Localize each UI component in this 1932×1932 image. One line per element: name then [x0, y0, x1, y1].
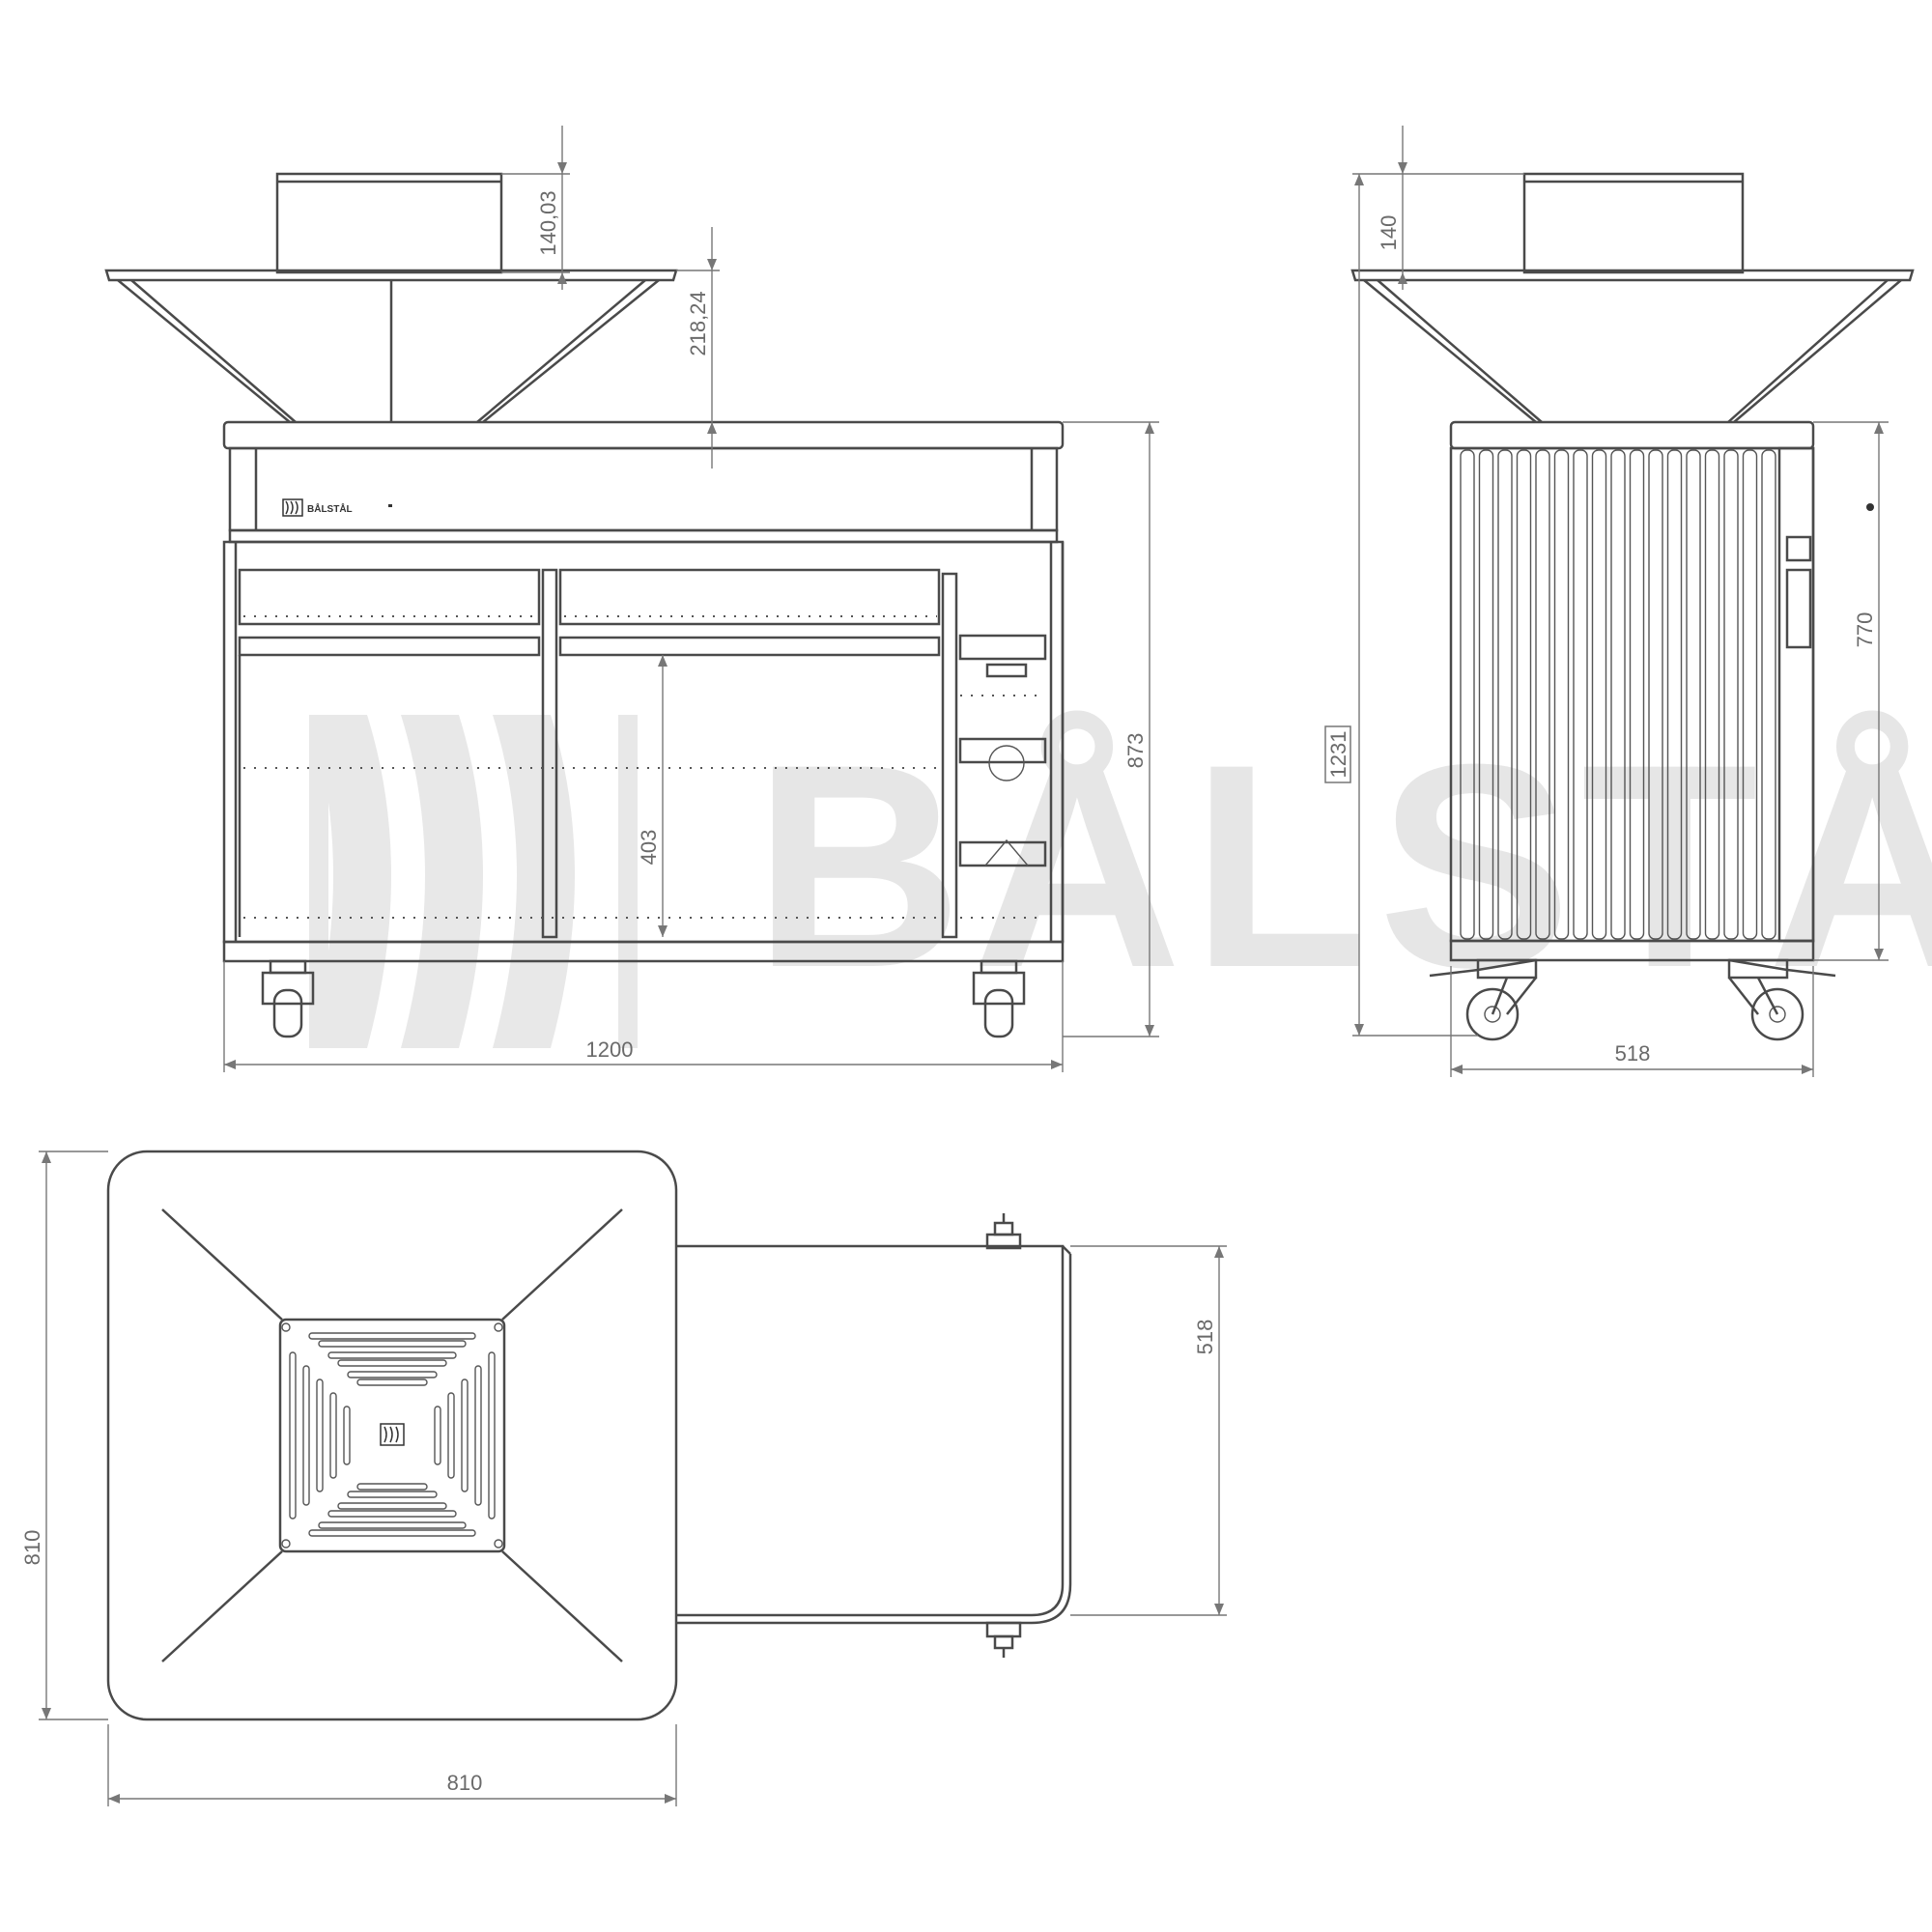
side-slat	[1761, 449, 1776, 940]
side-handle	[1866, 503, 1874, 511]
top-dim-bowl-width: 810	[107, 1724, 677, 1806]
front-cabinet-top	[222, 420, 1065, 450]
front-plinth	[222, 940, 1065, 963]
top-handle-bottom	[985, 1621, 1022, 1658]
front-view: BÅLSTÅL	[104, 126, 1159, 1072]
grate-slot	[356, 1483, 428, 1491]
grate-slot	[327, 1510, 457, 1518]
front-brand-logo-icon	[282, 498, 303, 517]
side-top-ring	[1522, 172, 1745, 274]
side-dim-depth-label: 518	[1615, 1041, 1651, 1065]
front-left-drawer	[238, 568, 541, 626]
front-wood-holder-2	[958, 737, 1047, 764]
grate-slot	[316, 1378, 324, 1492]
side-slat	[1666, 449, 1683, 940]
grate-slot	[447, 1392, 455, 1479]
grate-slot	[488, 1351, 496, 1520]
front-dim-bowl: 218,24	[676, 227, 720, 469]
side-plinth	[1449, 939, 1815, 962]
grate-slot	[461, 1378, 469, 1492]
front-right-drawer	[558, 568, 941, 626]
front-dim-cabinet-height: 873	[1063, 421, 1159, 1037]
front-dim-top-ring-label: 140,03	[536, 190, 560, 255]
grate-slot	[327, 1351, 457, 1359]
front-dim-door: 403	[637, 655, 668, 937]
grate-slot	[308, 1332, 476, 1340]
top-dim-cabinet-depth-label: 518	[1193, 1320, 1217, 1355]
side-slat	[1723, 449, 1739, 940]
front-post-left	[541, 568, 558, 939]
side-slat	[1704, 449, 1720, 940]
watermark: BÅLSTÅL	[309, 703, 1932, 1048]
front-wood-holder-1	[958, 634, 1047, 661]
side-slat	[1478, 449, 1494, 940]
side-view: 140 1231 770 518	[1324, 126, 1915, 1077]
top-dim-cabinet-depth: 518	[1070, 1245, 1227, 1616]
grate-slot	[347, 1371, 438, 1378]
side-slat	[1573, 449, 1588, 940]
grate-slot	[318, 1340, 467, 1348]
front-brand-label: BÅLSTÅL	[307, 502, 353, 515]
side-slats	[1460, 449, 1776, 940]
grate-slot	[337, 1502, 447, 1510]
front-dim-door-label: 403	[637, 830, 661, 866]
side-castor-right	[1727, 958, 1836, 1041]
side-slat	[1742, 449, 1758, 940]
front-dim-cabinet-height-label: 873	[1123, 733, 1148, 769]
front-bowl-rim	[104, 269, 678, 282]
grate-slot	[302, 1365, 310, 1506]
grate-slot	[343, 1406, 351, 1465]
grate-slot	[434, 1406, 441, 1465]
top-dim-bowl-height: 810	[20, 1151, 108, 1720]
side-slat	[1497, 449, 1513, 940]
side-slat	[1516, 449, 1532, 940]
front-frieze-panel	[228, 446, 1059, 532]
grate-slot	[474, 1365, 482, 1506]
top-grate	[278, 1318, 506, 1553]
front-dim-top-ring: 140,03	[501, 126, 570, 290]
front-dim-bowl-label: 218,24	[686, 291, 710, 355]
top-handle-top	[985, 1213, 1022, 1250]
top-dim-bowl-width-label: 810	[447, 1771, 483, 1795]
side-slat	[1629, 449, 1645, 940]
side-dim-cabinet-height-label: 770	[1853, 612, 1877, 648]
top-view: 810 810 518	[20, 1150, 1227, 1806]
side-slat	[1686, 449, 1701, 940]
top-dim-bowl-height-label: 810	[20, 1530, 44, 1566]
side-dim-total-height-label: 1231	[1326, 731, 1350, 779]
front-dim-width: 1200	[223, 961, 1064, 1072]
front-wood-holder-3	[958, 840, 1047, 867]
side-castor-left	[1429, 958, 1538, 1041]
grate-slot	[308, 1529, 476, 1537]
grate-slot	[347, 1491, 438, 1498]
side-dim-total-height: 1231	[1324, 174, 1478, 1037]
front-post-right	[941, 572, 958, 939]
side-cabinet-top	[1449, 420, 1815, 450]
side-dim-top-ring-label: 140	[1377, 215, 1401, 251]
side-slat	[1535, 449, 1550, 940]
side-slat	[1610, 449, 1626, 940]
top-cabinet	[676, 1244, 1065, 1617]
side-slat	[1591, 449, 1607, 940]
grate-logo-icon	[380, 1423, 405, 1446]
side-dim-top-ring: 140	[1352, 126, 1524, 290]
side-slat	[1553, 449, 1570, 940]
side-slat	[1648, 449, 1663, 940]
front-castor-right	[972, 959, 1026, 1038]
grate-slot	[289, 1351, 297, 1520]
side-dim-depth: 518	[1450, 966, 1814, 1077]
side-dim-cabinet-height: 770	[1813, 421, 1889, 961]
front-top-ring	[275, 172, 503, 274]
grate-slot	[329, 1392, 337, 1479]
front-castor-left	[261, 959, 315, 1038]
side-bowl-rim	[1350, 269, 1915, 282]
grate-slot	[318, 1521, 467, 1529]
side-slat	[1460, 449, 1475, 940]
grate-slot	[356, 1378, 428, 1386]
front-shelf	[228, 528, 1059, 544]
watermark-logo-icon	[309, 715, 638, 1048]
grate-slot	[337, 1359, 447, 1367]
front-dim-width-label: 1200	[586, 1037, 634, 1062]
